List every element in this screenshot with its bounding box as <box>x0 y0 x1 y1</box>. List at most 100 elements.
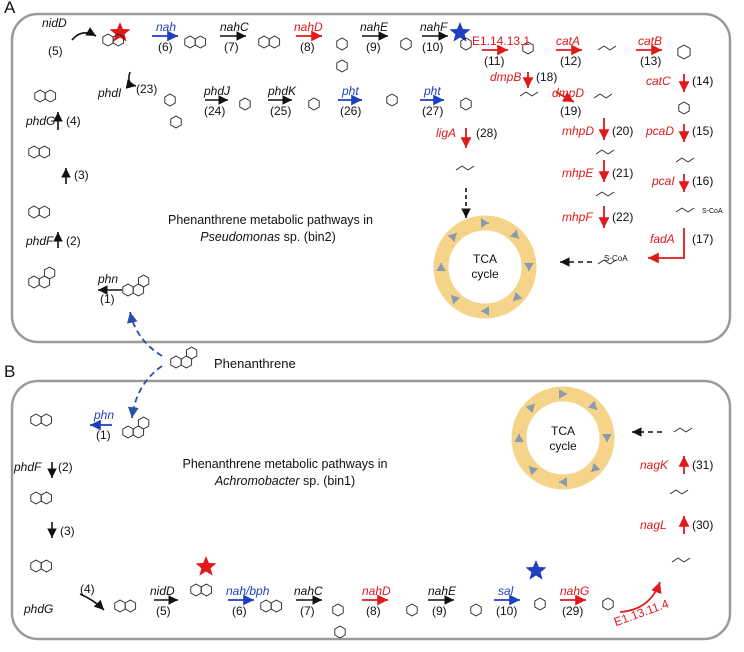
tca-label-a: TCA cycle <box>462 252 508 282</box>
panel-a-frame <box>10 12 732 344</box>
num-a-24: (24) <box>204 104 226 118</box>
molecule-b-row-4 <box>332 603 344 617</box>
molecule-a-top-4 <box>336 37 348 51</box>
arrow-b-4 <box>79 593 105 611</box>
enz-b-nahE: nahE <box>428 584 457 598</box>
num-a-10: (10) <box>422 40 444 54</box>
enz-b-nahD: nahD <box>362 584 391 598</box>
enz-a-catA: catA <box>556 34 581 48</box>
molecule-a-top-5 <box>400 37 412 51</box>
molecule-b-row-4b <box>334 625 346 639</box>
num-b-5: (5) <box>156 604 171 618</box>
molecule-b-left-2 <box>30 491 42 505</box>
num-a-1: (1) <box>100 292 115 306</box>
enz-b-phn: phn <box>94 408 115 422</box>
red-star-b <box>195 556 217 576</box>
tca-a-arrow <box>450 294 461 305</box>
panel-b-title-line1: Phenanthrene metabolic pathways in <box>182 457 388 471</box>
molecule-a-acetyl-coa <box>597 259 617 265</box>
enz-b-nagK: nagK <box>640 458 669 472</box>
molecule-b-row-6 <box>470 603 482 617</box>
panel-a-organism: Pseudomonas <box>200 230 281 244</box>
enz-a-nahF: nahF <box>420 20 448 34</box>
enz-b-phdG: phdG <box>24 602 54 616</box>
num-a-6: (6) <box>158 40 173 54</box>
molecule-a-protocatechuate <box>460 97 472 111</box>
molecule-a-top-3 <box>268 35 281 49</box>
enz-b-nah-bph: nah/bph <box>226 584 270 598</box>
tca-cycle-a <box>433 215 537 319</box>
panel-b-title: Phenanthrene metabolic pathways in Achro… <box>180 456 390 490</box>
num-a-5: (5) <box>48 44 63 58</box>
molecule-b-fumarate <box>673 427 693 433</box>
num-b-10: (10) <box>496 604 518 618</box>
molecule-a-muconate <box>597 45 617 51</box>
num-a-14: (14) <box>692 74 714 88</box>
enz-b-phdF: phdF <box>14 460 42 474</box>
acetyl-coa-label: S-CoA <box>604 254 628 263</box>
succinyl-coa-label: S-CoA <box>702 208 723 215</box>
molecule-b-phenanthrene <box>137 416 150 430</box>
num-a-28: (28) <box>476 126 498 140</box>
num-a-20: (20) <box>612 124 634 138</box>
num-a-22: (22) <box>612 210 634 224</box>
molecule-phenanthrene-center <box>185 346 198 360</box>
enz-a-fadA: fadA <box>650 232 675 246</box>
blue-star-a <box>449 22 471 42</box>
red-star-a <box>109 22 131 42</box>
num-a-21: (21) <box>612 166 634 180</box>
num-b-6: (6) <box>232 604 247 618</box>
num-a-13: (13) <box>640 54 662 68</box>
molecule-b-maleylpyruvate <box>671 557 691 563</box>
num-a-18: (18) <box>536 70 558 84</box>
molecule-structures <box>28 33 695 639</box>
num-b-3: (3) <box>60 524 75 538</box>
tca-a-arrow <box>512 291 523 302</box>
num-b-8: (8) <box>366 604 381 618</box>
molecule-a-top-2 <box>194 35 207 49</box>
tca-b-word1: TCA <box>551 424 575 438</box>
enz-a-nahD: nahD <box>294 20 323 34</box>
enz-a-phdK: phdK <box>268 84 297 98</box>
tca-b-word2: cycle <box>549 439 577 453</box>
molecule-a-dihydroxyphthalate <box>386 93 398 107</box>
arrow-a-5 <box>71 27 97 41</box>
num-a-26: (26) <box>340 104 362 118</box>
enz-a-pht-26: pht <box>342 84 359 98</box>
molecule-b-left-2 <box>40 491 53 505</box>
enz-a-E1-14-13-1: E1.14.13.1 <box>472 34 531 48</box>
enz-a-pht-27: pht <box>424 84 441 98</box>
enz-b-nahG: nahG <box>560 584 590 598</box>
blue-star-b <box>525 560 547 580</box>
num-b-9: (9) <box>432 604 447 618</box>
num-a-27: (27) <box>422 104 444 118</box>
tca-b-arrow <box>528 465 539 476</box>
enz-a-mhpE: mhpE <box>562 166 594 180</box>
molecule-a-left-2 <box>38 145 51 159</box>
num-a-4: (4) <box>66 114 81 128</box>
enz-a-pcaI: pcaI <box>652 174 675 188</box>
molecule-a-oxopentenoate <box>593 93 613 99</box>
arrow-b-e11311 <box>619 581 662 613</box>
enz-a-nidD: nidD <box>42 16 67 30</box>
molecule-a-top-3 <box>258 35 270 49</box>
arrow-a-23 <box>125 71 137 89</box>
num-a-12: (12) <box>560 54 582 68</box>
tca-b-arrow <box>587 400 598 411</box>
tca-label-b: TCA cycle <box>540 424 586 454</box>
enz-a-phdI: phdI <box>98 86 122 100</box>
molecule-a-phenanthrene <box>137 274 150 288</box>
enz-a-dmpD: dmpD <box>552 86 585 100</box>
molecule-a-enol-lactone <box>678 101 690 115</box>
enz-b-nahC: nahC <box>294 584 323 598</box>
molecule-a-hms <box>519 91 539 97</box>
molecule-a-top-1 <box>112 33 125 47</box>
molecule-a-phd-1b <box>170 115 182 129</box>
enz-b-nidD: nidD <box>150 584 175 598</box>
tca-a-arrow <box>447 232 458 243</box>
tca-b-arrow <box>525 403 536 414</box>
molecule-b-row-2 <box>190 583 202 597</box>
molecule-a-phthalate <box>308 97 320 111</box>
